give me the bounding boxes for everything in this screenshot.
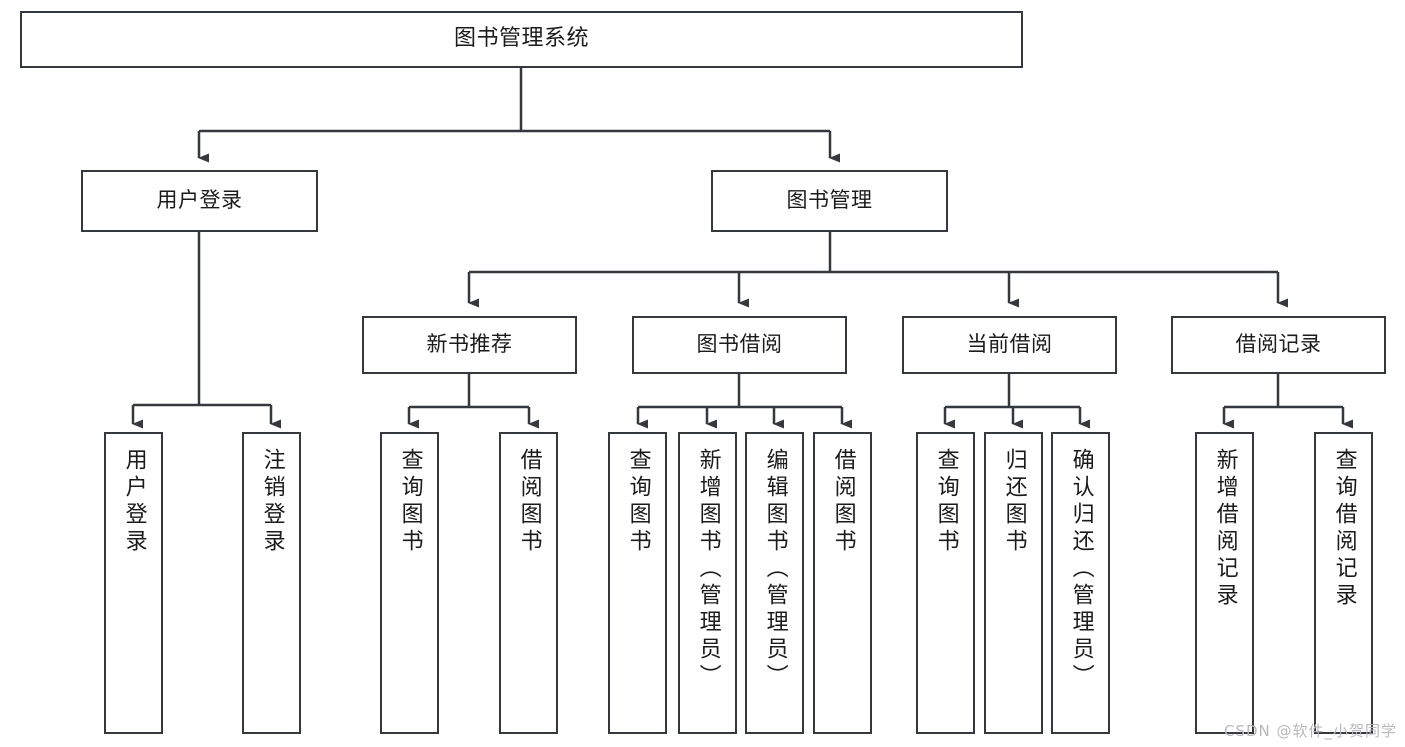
node-book-management[interactable]: 图书管理 bbox=[711, 170, 948, 232]
node-label: 查询图书 bbox=[397, 448, 423, 556]
leaf-book-borrow-query[interactable]: 查询图书 bbox=[608, 432, 667, 734]
node-label: 新书推荐 bbox=[426, 332, 513, 357]
node-book-borrow[interactable]: 图书借阅 bbox=[632, 316, 847, 374]
node-label: 图书管理系统 bbox=[453, 26, 589, 52]
leaf-new-book-query[interactable]: 查询图书 bbox=[380, 432, 439, 734]
node-label: 借阅图书 bbox=[830, 448, 856, 556]
leaf-book-borrow-add-admin[interactable]: 新增图书（管理员） bbox=[678, 432, 737, 734]
node-user-login[interactable]: 用户登录 bbox=[81, 170, 318, 232]
node-label: 查询图书 bbox=[933, 448, 959, 556]
node-borrow-record[interactable]: 借阅记录 bbox=[1171, 316, 1386, 374]
node-label: 图书管理 bbox=[786, 188, 873, 213]
leaf-current-borrow-confirm-admin[interactable]: 确认归还（管理员） bbox=[1051, 432, 1110, 734]
node-label: 新增图书（管理员） bbox=[695, 448, 721, 691]
node-label: 用户登录 bbox=[156, 188, 243, 213]
leaf-book-borrow-edit-admin[interactable]: 编辑图书（管理员） bbox=[745, 432, 804, 734]
node-label: 查询借阅记录 bbox=[1331, 448, 1357, 610]
node-current-borrow[interactable]: 当前借阅 bbox=[902, 316, 1117, 374]
node-label: 当前借阅 bbox=[966, 332, 1053, 357]
leaf-user-login-signin[interactable]: 用户登录 bbox=[104, 432, 163, 734]
leaf-user-login-signout[interactable]: 注销登录 bbox=[242, 432, 301, 734]
leaf-current-borrow-query[interactable]: 查询图书 bbox=[916, 432, 975, 734]
node-label: 编辑图书（管理员） bbox=[762, 448, 788, 691]
node-root-library-system[interactable]: 图书管理系统 bbox=[20, 11, 1023, 68]
node-label: 借阅图书 bbox=[516, 448, 542, 556]
node-new-book-recommend[interactable]: 新书推荐 bbox=[362, 316, 577, 374]
node-label: 新增借阅记录 bbox=[1212, 448, 1238, 610]
node-label: 图书借阅 bbox=[696, 332, 783, 357]
node-label: 确认归还（管理员） bbox=[1068, 448, 1094, 691]
csdn-watermark: CSDN @软件_小贺同学 bbox=[1223, 722, 1397, 740]
leaf-book-borrow-borrow[interactable]: 借阅图书 bbox=[813, 432, 872, 734]
node-label: 借阅记录 bbox=[1235, 332, 1322, 357]
node-label: 用户登录 bbox=[121, 448, 147, 556]
leaf-current-borrow-return[interactable]: 归还图书 bbox=[984, 432, 1043, 734]
node-label: 查询图书 bbox=[625, 448, 651, 556]
node-label: 归还图书 bbox=[1001, 448, 1027, 556]
node-label: 注销登录 bbox=[259, 448, 285, 556]
leaf-borrow-record-add[interactable]: 新增借阅记录 bbox=[1195, 432, 1254, 734]
leaf-borrow-record-query[interactable]: 查询借阅记录 bbox=[1314, 432, 1373, 734]
leaf-new-book-borrow[interactable]: 借阅图书 bbox=[499, 432, 558, 734]
